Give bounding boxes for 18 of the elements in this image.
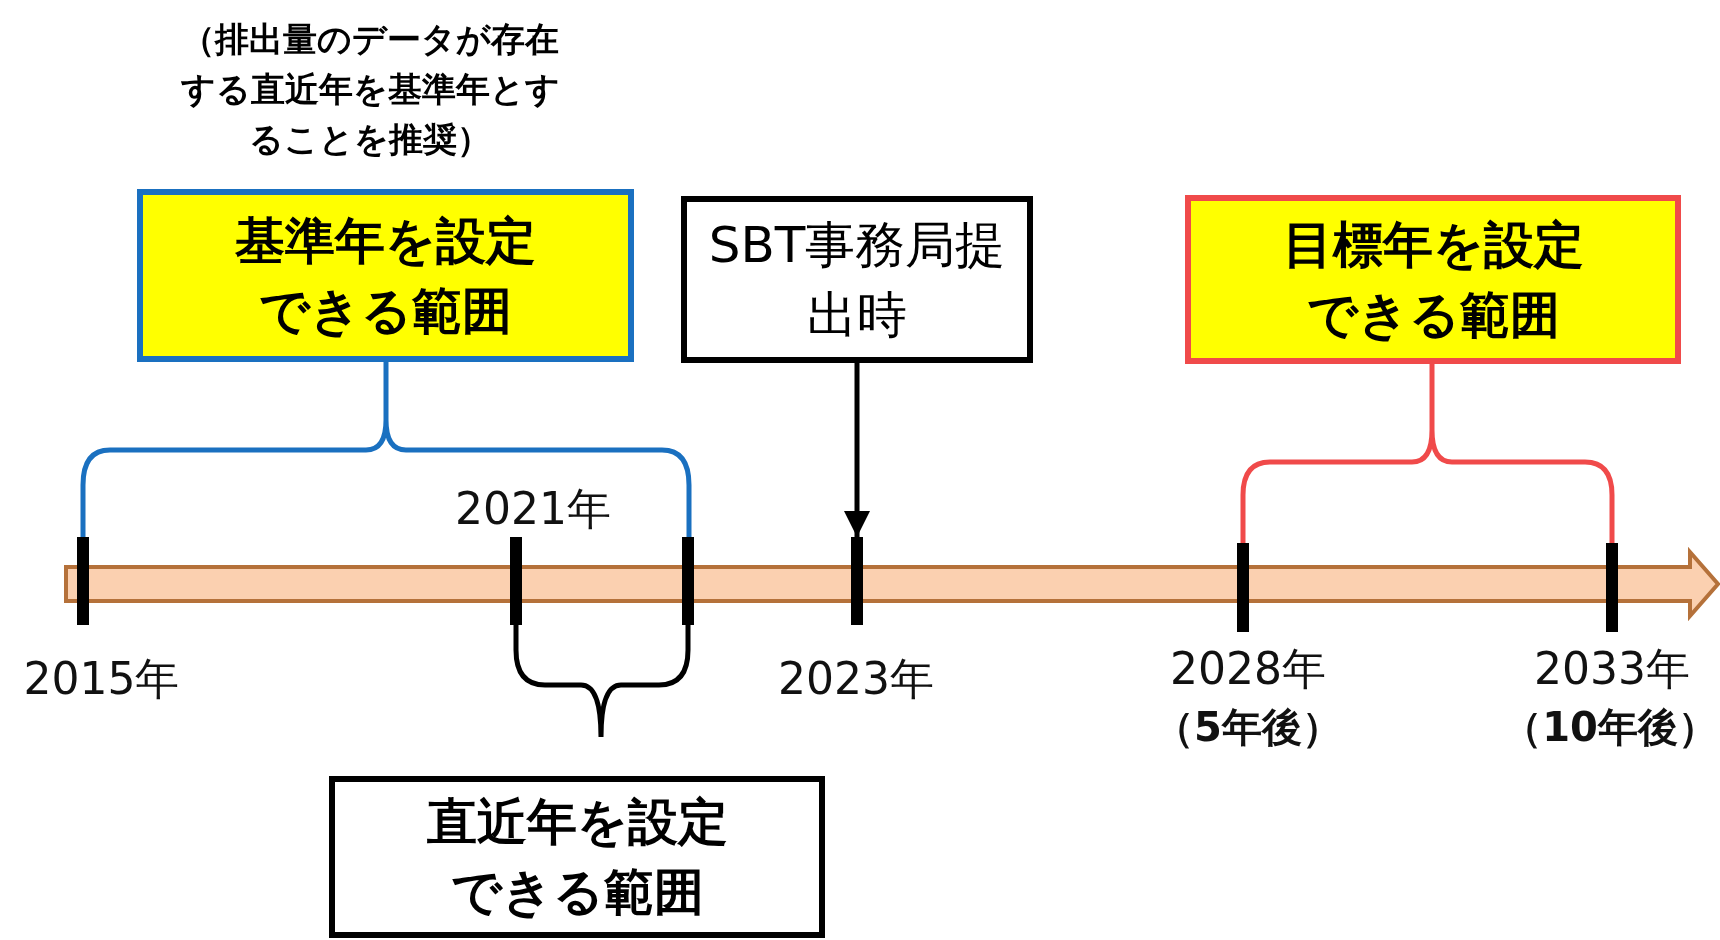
year-label: 2023年	[777, 652, 935, 706]
box-text: 目標年を設定できる範囲	[1281, 214, 1585, 346]
label-box	[681, 196, 1033, 363]
arrow	[844, 363, 870, 537]
note-text: （排出量のデータが存在する直近年を基準年とすることを推奨）	[179, 18, 561, 161]
box-text: 直近年を設定できる範囲	[425, 792, 729, 923]
year-label: 2021年	[454, 482, 612, 536]
label-box	[1185, 195, 1681, 364]
year-label: 2028年	[1169, 642, 1327, 696]
label-box	[137, 189, 634, 362]
note-text: （5年後）	[1153, 703, 1343, 752]
note-text: （10年後）	[1501, 703, 1719, 752]
box-text: 基準年を設定できる範囲	[234, 210, 537, 342]
year-label: 2015年	[22, 652, 181, 706]
year-label: 2033年	[1533, 642, 1691, 696]
label-box	[329, 776, 825, 938]
box-text: SBT事務局提出時	[707, 214, 1007, 346]
tick-mark	[851, 537, 863, 625]
